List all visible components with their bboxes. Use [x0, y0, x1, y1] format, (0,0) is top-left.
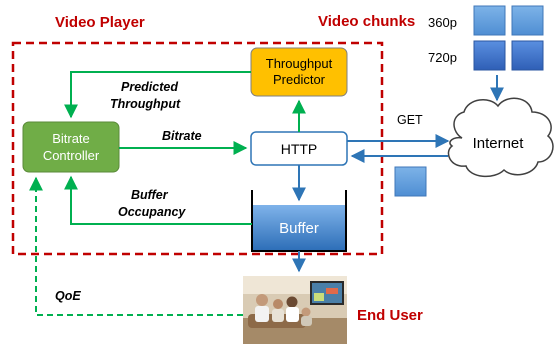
predicted-throughput-label-1: Predicted	[121, 80, 178, 94]
buffer-fill	[253, 205, 345, 250]
video-player-frame	[11, 41, 384, 256]
family-watching-tv-icon	[243, 276, 347, 344]
buffer-occupancy-arrow	[64, 175, 252, 225]
bitrate-controller-box	[22, 121, 120, 173]
internet-cloud-icon	[447, 97, 554, 178]
chunk-720p-2	[511, 40, 544, 71]
bitrate-controller-label-2: Controller	[43, 148, 100, 163]
throughput-predictor-label-1: Throughput	[266, 56, 333, 71]
predicted-throughput-label-2: Throughput	[110, 97, 181, 111]
bitrate-label: Bitrate	[162, 129, 202, 143]
video-player-title: Video Player	[55, 14, 145, 31]
chunk-360p-2	[511, 5, 544, 36]
bitrate-controller-label-1: Bitrate	[52, 131, 90, 146]
end-user-title: End User	[357, 307, 423, 324]
qoe-label: QoE	[55, 289, 81, 303]
chunk-row-label-720p: 720p	[428, 50, 457, 65]
get-label: GET	[397, 113, 423, 127]
video-chunks-title: Video chunks	[318, 13, 415, 30]
chunk-in-transit	[394, 166, 427, 197]
predicted-throughput-arrow	[64, 71, 251, 119]
buffer-label: Buffer	[279, 220, 319, 237]
chunk-720p-1	[473, 40, 506, 71]
buffer-occupancy-label-1: Buffer	[131, 188, 169, 202]
http-label: HTTP	[281, 141, 318, 157]
chunk-row-label-360p: 360p	[428, 15, 457, 30]
buffer-occupancy-label-2: Occupancy	[118, 205, 186, 219]
internet-label: Internet	[473, 135, 525, 152]
chunk-360p-1	[473, 5, 506, 36]
throughput-predictor-label-2: Predictor	[273, 72, 326, 87]
